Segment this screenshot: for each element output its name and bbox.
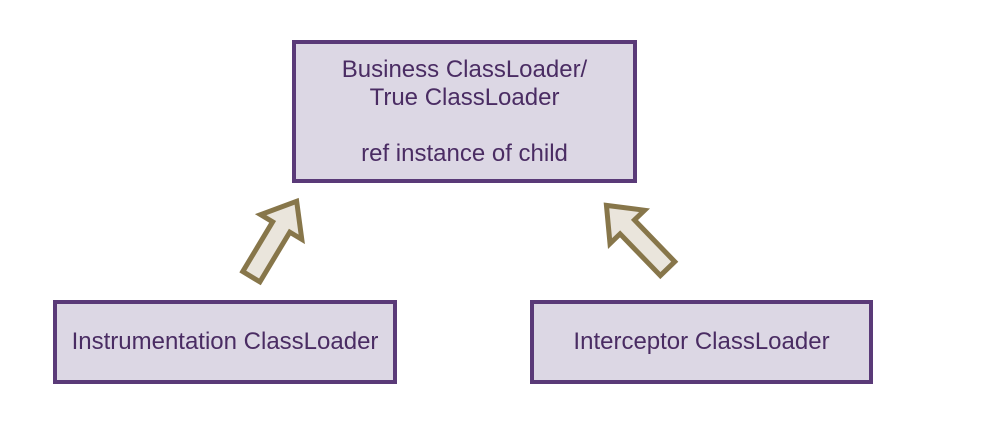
left-node-label: Instrumentation ClassLoader	[71, 328, 379, 355]
arrow-up-right-icon	[239, 197, 305, 286]
business-classloader-node: Business ClassLoader/ True ClassLoader r…	[292, 40, 637, 183]
interceptor-classloader-node: Interceptor ClassLoader	[530, 300, 873, 384]
parent-node-spacer	[296, 112, 633, 140]
parent-node-title-line1: Business ClassLoader/	[341, 56, 588, 83]
right-node-label: Interceptor ClassLoader	[573, 328, 830, 355]
arrow-up-left-icon	[603, 202, 679, 280]
parent-node-note: ref instance of child	[361, 140, 568, 167]
parent-node-title-line2: True ClassLoader	[369, 84, 560, 111]
instrumentation-classloader-node: Instrumentation ClassLoader	[53, 300, 397, 384]
